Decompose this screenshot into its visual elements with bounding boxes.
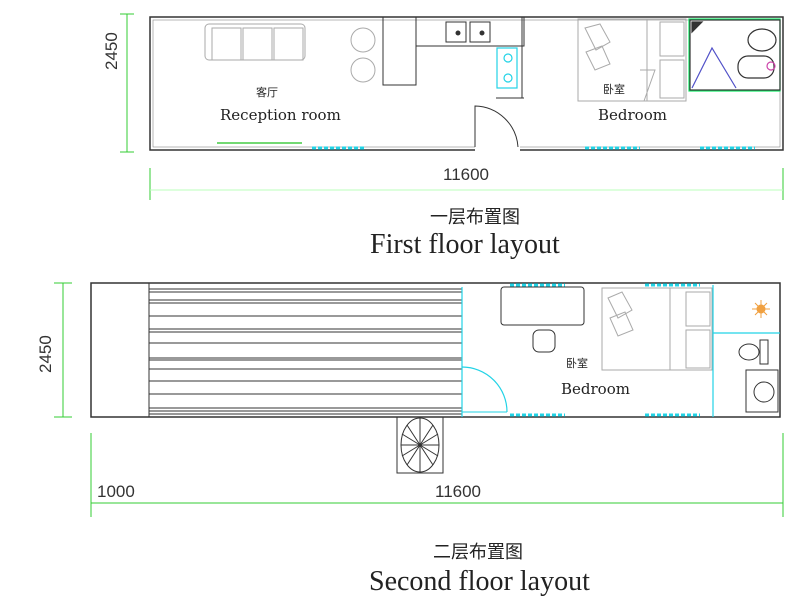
bedroom-label-zh: 卧室: [603, 83, 625, 96]
second-floor-plan: [54, 282, 784, 517]
second-bedroom-label-zh: 卧室: [566, 357, 588, 370]
first-floor-height-dimension: 2450: [102, 32, 121, 70]
second-floor-height-dimension: 2450: [36, 335, 55, 373]
first-floor-plan: [120, 13, 784, 200]
first-floor-length-dimension: 11600: [443, 165, 490, 184]
second-floor-length-dimension: 11600: [435, 482, 482, 501]
first-floor-title-zh: 一层布置图: [430, 207, 520, 228]
reception-room-label-zh: 客厅: [256, 86, 278, 99]
bedroom-label: Bedroom: [598, 106, 667, 124]
terrace-dimension: 1000: [97, 482, 135, 501]
first-floor-title: First floor layout: [370, 229, 560, 260]
second-floor-title-zh: 二层布置图: [433, 542, 523, 563]
second-floor-title: Second floor layout: [369, 566, 590, 597]
reception-room-label: Reception room: [220, 106, 341, 124]
second-bedroom-label: Bedroom: [561, 380, 630, 398]
